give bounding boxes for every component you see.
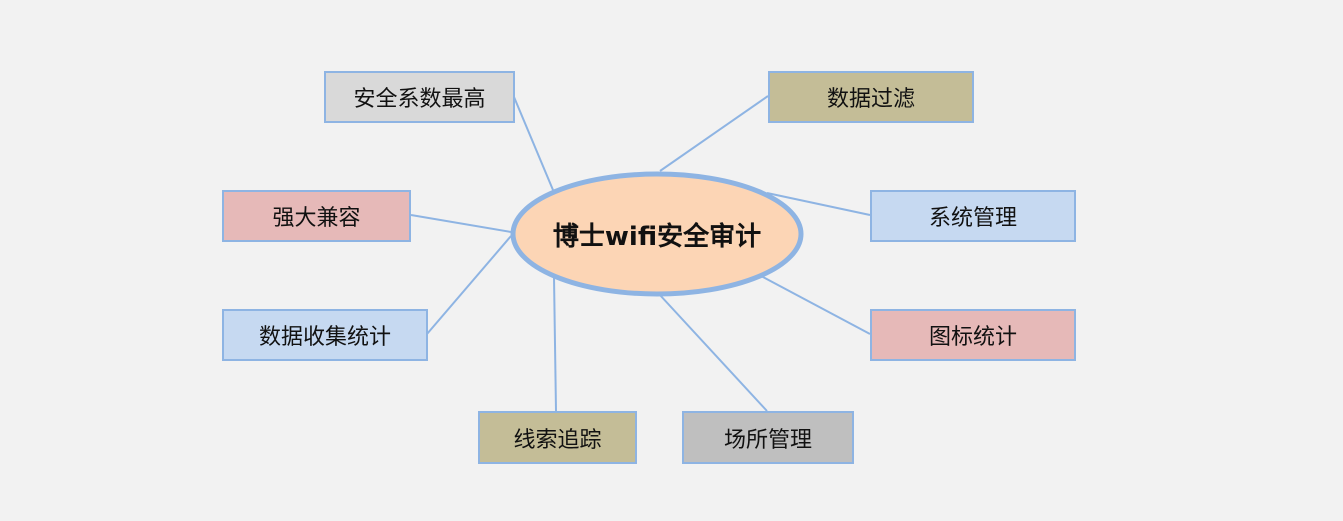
node-label: 数据收集统计 bbox=[258, 325, 391, 350]
connector-system bbox=[766, 192, 871, 216]
node-chart-statistics: 图标统计 bbox=[870, 309, 1076, 361]
center-topic-label: 博士wifi安全审计 bbox=[552, 221, 762, 252]
node-label: 安全系数最高 bbox=[353, 87, 486, 112]
node-label: 数据过滤 bbox=[826, 87, 915, 112]
node-strong-compatibility: 强大兼容 bbox=[222, 190, 411, 242]
node-venue-management: 场所管理 bbox=[682, 411, 854, 464]
connector-trace bbox=[553, 276, 557, 412]
node-system-management: 系统管理 bbox=[870, 190, 1076, 242]
node-label: 线索追踪 bbox=[513, 427, 602, 453]
node-clue-tracking: 线索追踪 bbox=[478, 411, 637, 464]
node-label: 图标统计 bbox=[928, 325, 1017, 350]
node-label: 强大兼容 bbox=[272, 206, 361, 231]
center-ellipse bbox=[510, 171, 804, 297]
connector-lines bbox=[410, 95, 871, 412]
connector-venue bbox=[658, 293, 768, 412]
node-data-filter: 数据过滤 bbox=[768, 71, 974, 123]
connector-collect bbox=[426, 235, 512, 335]
connector-filter bbox=[659, 95, 769, 172]
node-label: 场所管理 bbox=[723, 427, 812, 453]
node-label: 系统管理 bbox=[928, 206, 1017, 231]
connector-chart bbox=[760, 275, 871, 335]
connector-compat bbox=[410, 214, 512, 233]
node-security-highest: 安全系数最高 bbox=[324, 71, 515, 123]
connector-security bbox=[513, 96, 554, 191]
node-data-collection-stats: 数据收集统计 bbox=[222, 309, 428, 361]
